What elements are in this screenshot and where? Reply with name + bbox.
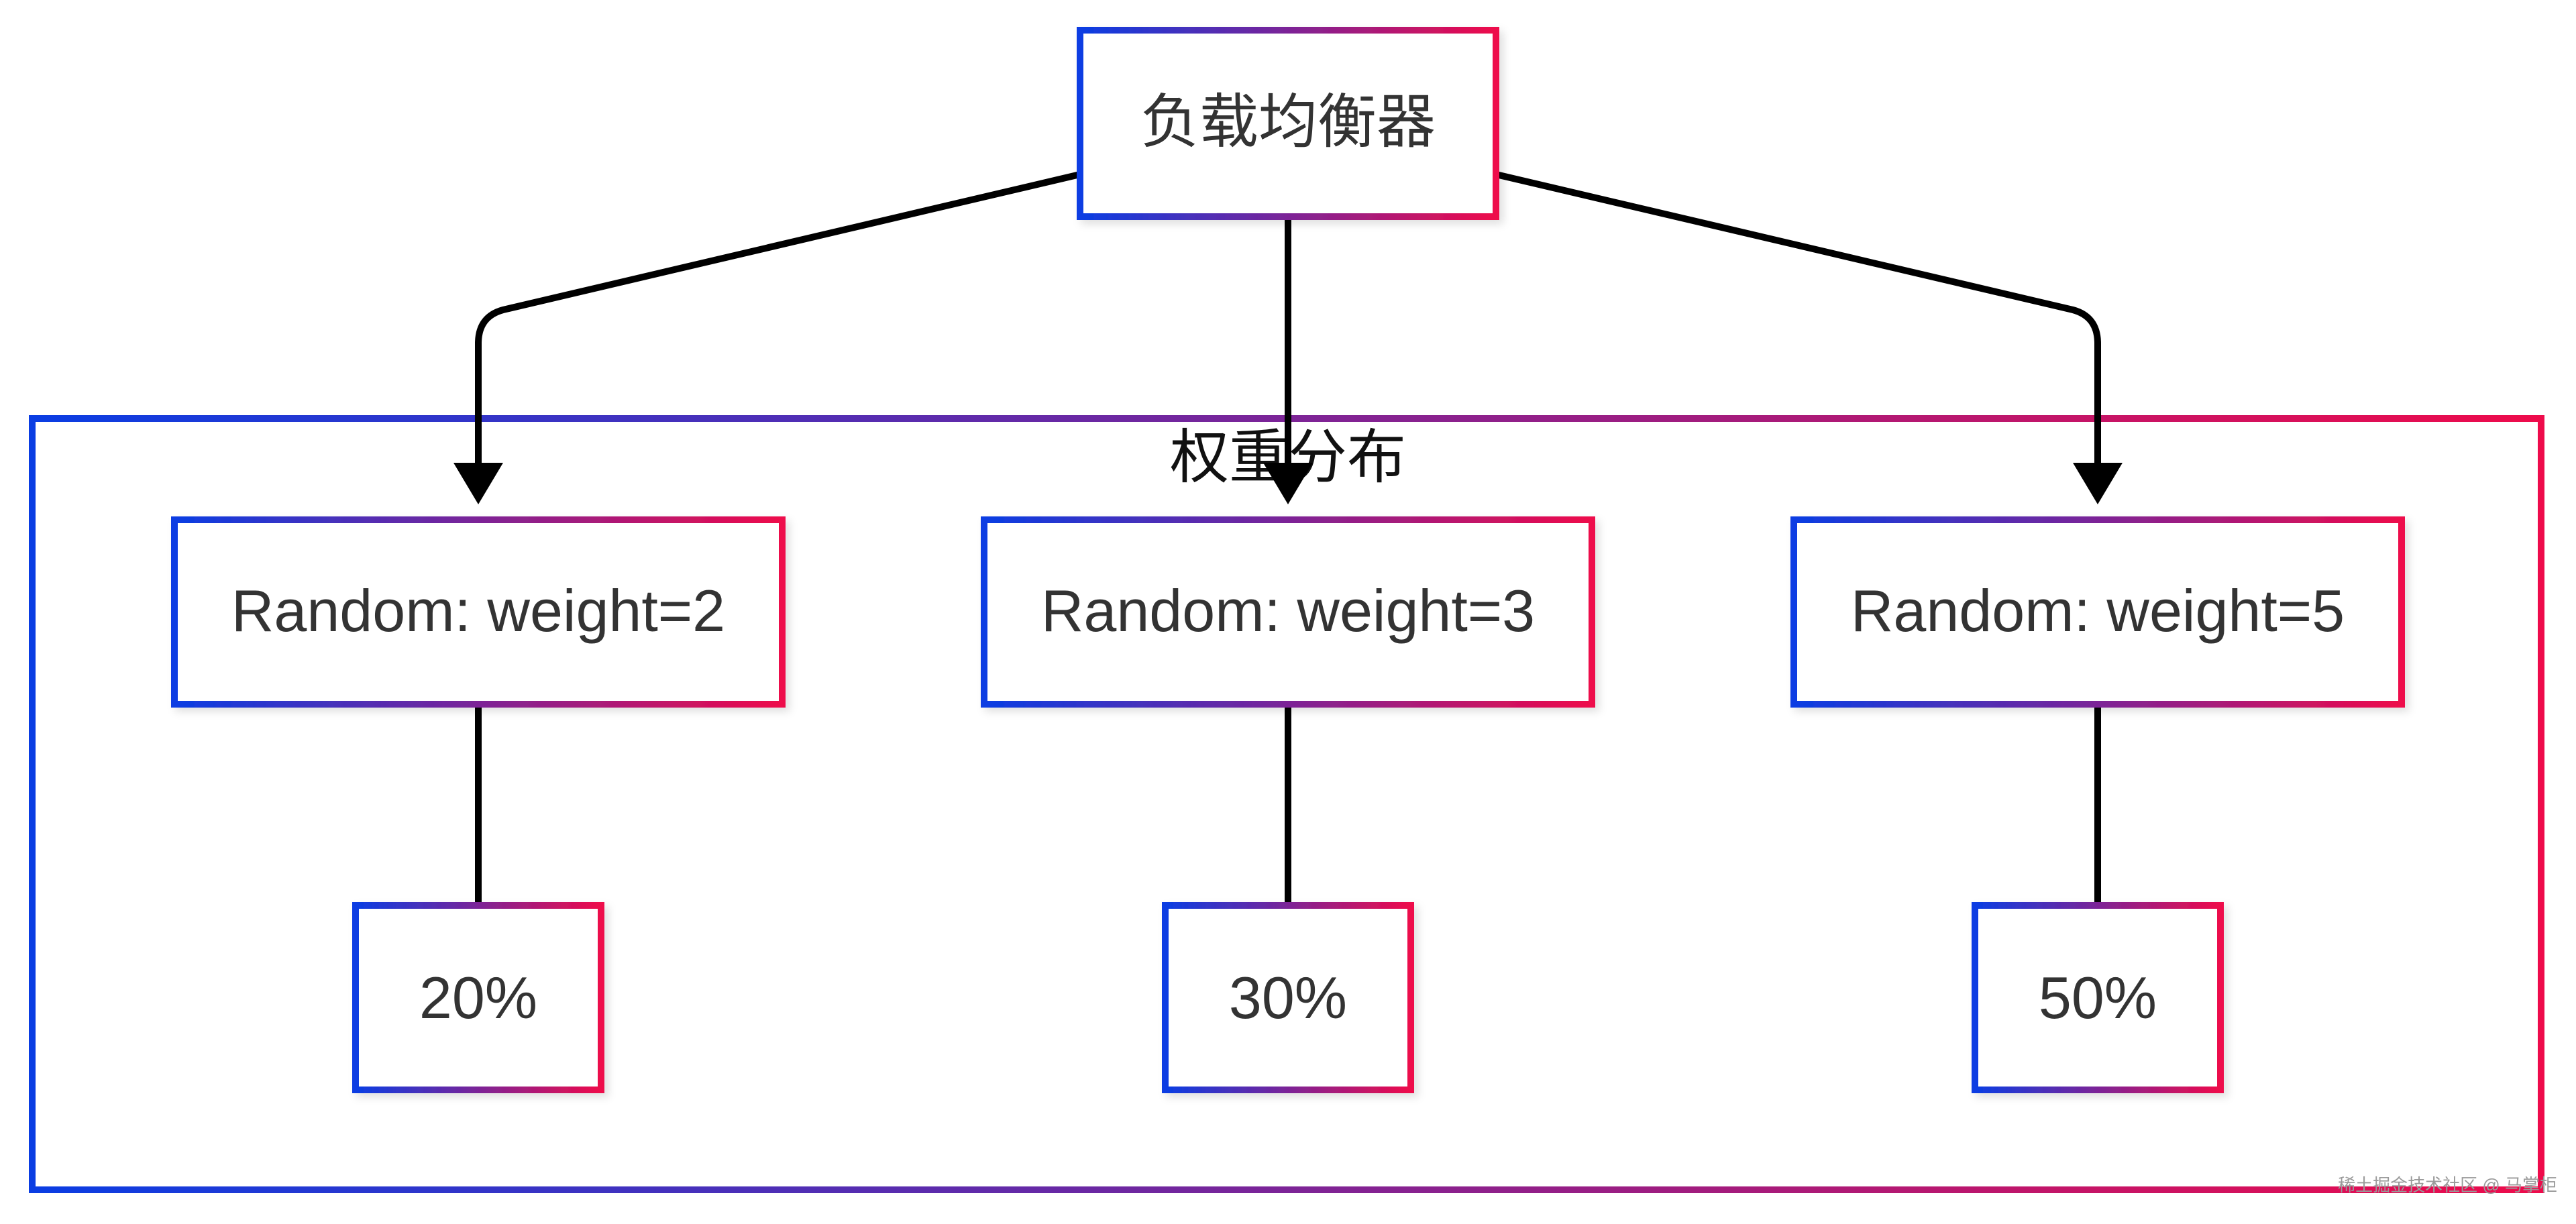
share-node-30 <box>1162 902 1414 1093</box>
arrowhead-weight-3 <box>1263 463 1313 504</box>
strategy-node-weight-5 <box>1790 516 2405 708</box>
load-balancer-box <box>1077 27 1499 220</box>
arrowhead-weight-2 <box>453 463 503 504</box>
arrowheads <box>453 463 2123 504</box>
share-label-50: 50% <box>2039 964 2157 1031</box>
share-node-50 <box>1972 902 2224 1093</box>
share-label-20: 20% <box>419 964 537 1031</box>
strategy-label-weight-5: Random: weight=5 <box>1851 577 2345 644</box>
share-node-20 <box>352 902 604 1093</box>
edge-root-to-weight-5 <box>1495 171 2101 463</box>
strategy-label-weight-2: Random: weight=2 <box>231 577 725 644</box>
share-box-50 <box>1972 902 2224 1093</box>
strategy-node-weight-2 <box>171 516 786 708</box>
load-balancer-node <box>1077 27 1499 220</box>
load-balancer-label: 负载均衡器 <box>1140 89 1436 155</box>
share-box-30 <box>1162 902 1414 1093</box>
share-label-30: 30% <box>1229 964 1347 1031</box>
edges <box>475 171 2101 904</box>
strategy-label-weight-3: Random: weight=3 <box>1041 577 1535 644</box>
share-box-20 <box>352 902 604 1093</box>
watermark: 稀土掘金技术社区 @ 马掌柜 <box>2338 1175 2557 1195</box>
arrowhead-weight-5 <box>2073 463 2123 504</box>
strategy-box-weight-3 <box>981 516 1595 708</box>
strategy-box-weight-5 <box>1790 516 2405 708</box>
strategy-box-weight-2 <box>171 516 786 708</box>
edge-root-to-weight-2 <box>475 171 1081 463</box>
strategy-node-weight-3 <box>981 516 1595 708</box>
